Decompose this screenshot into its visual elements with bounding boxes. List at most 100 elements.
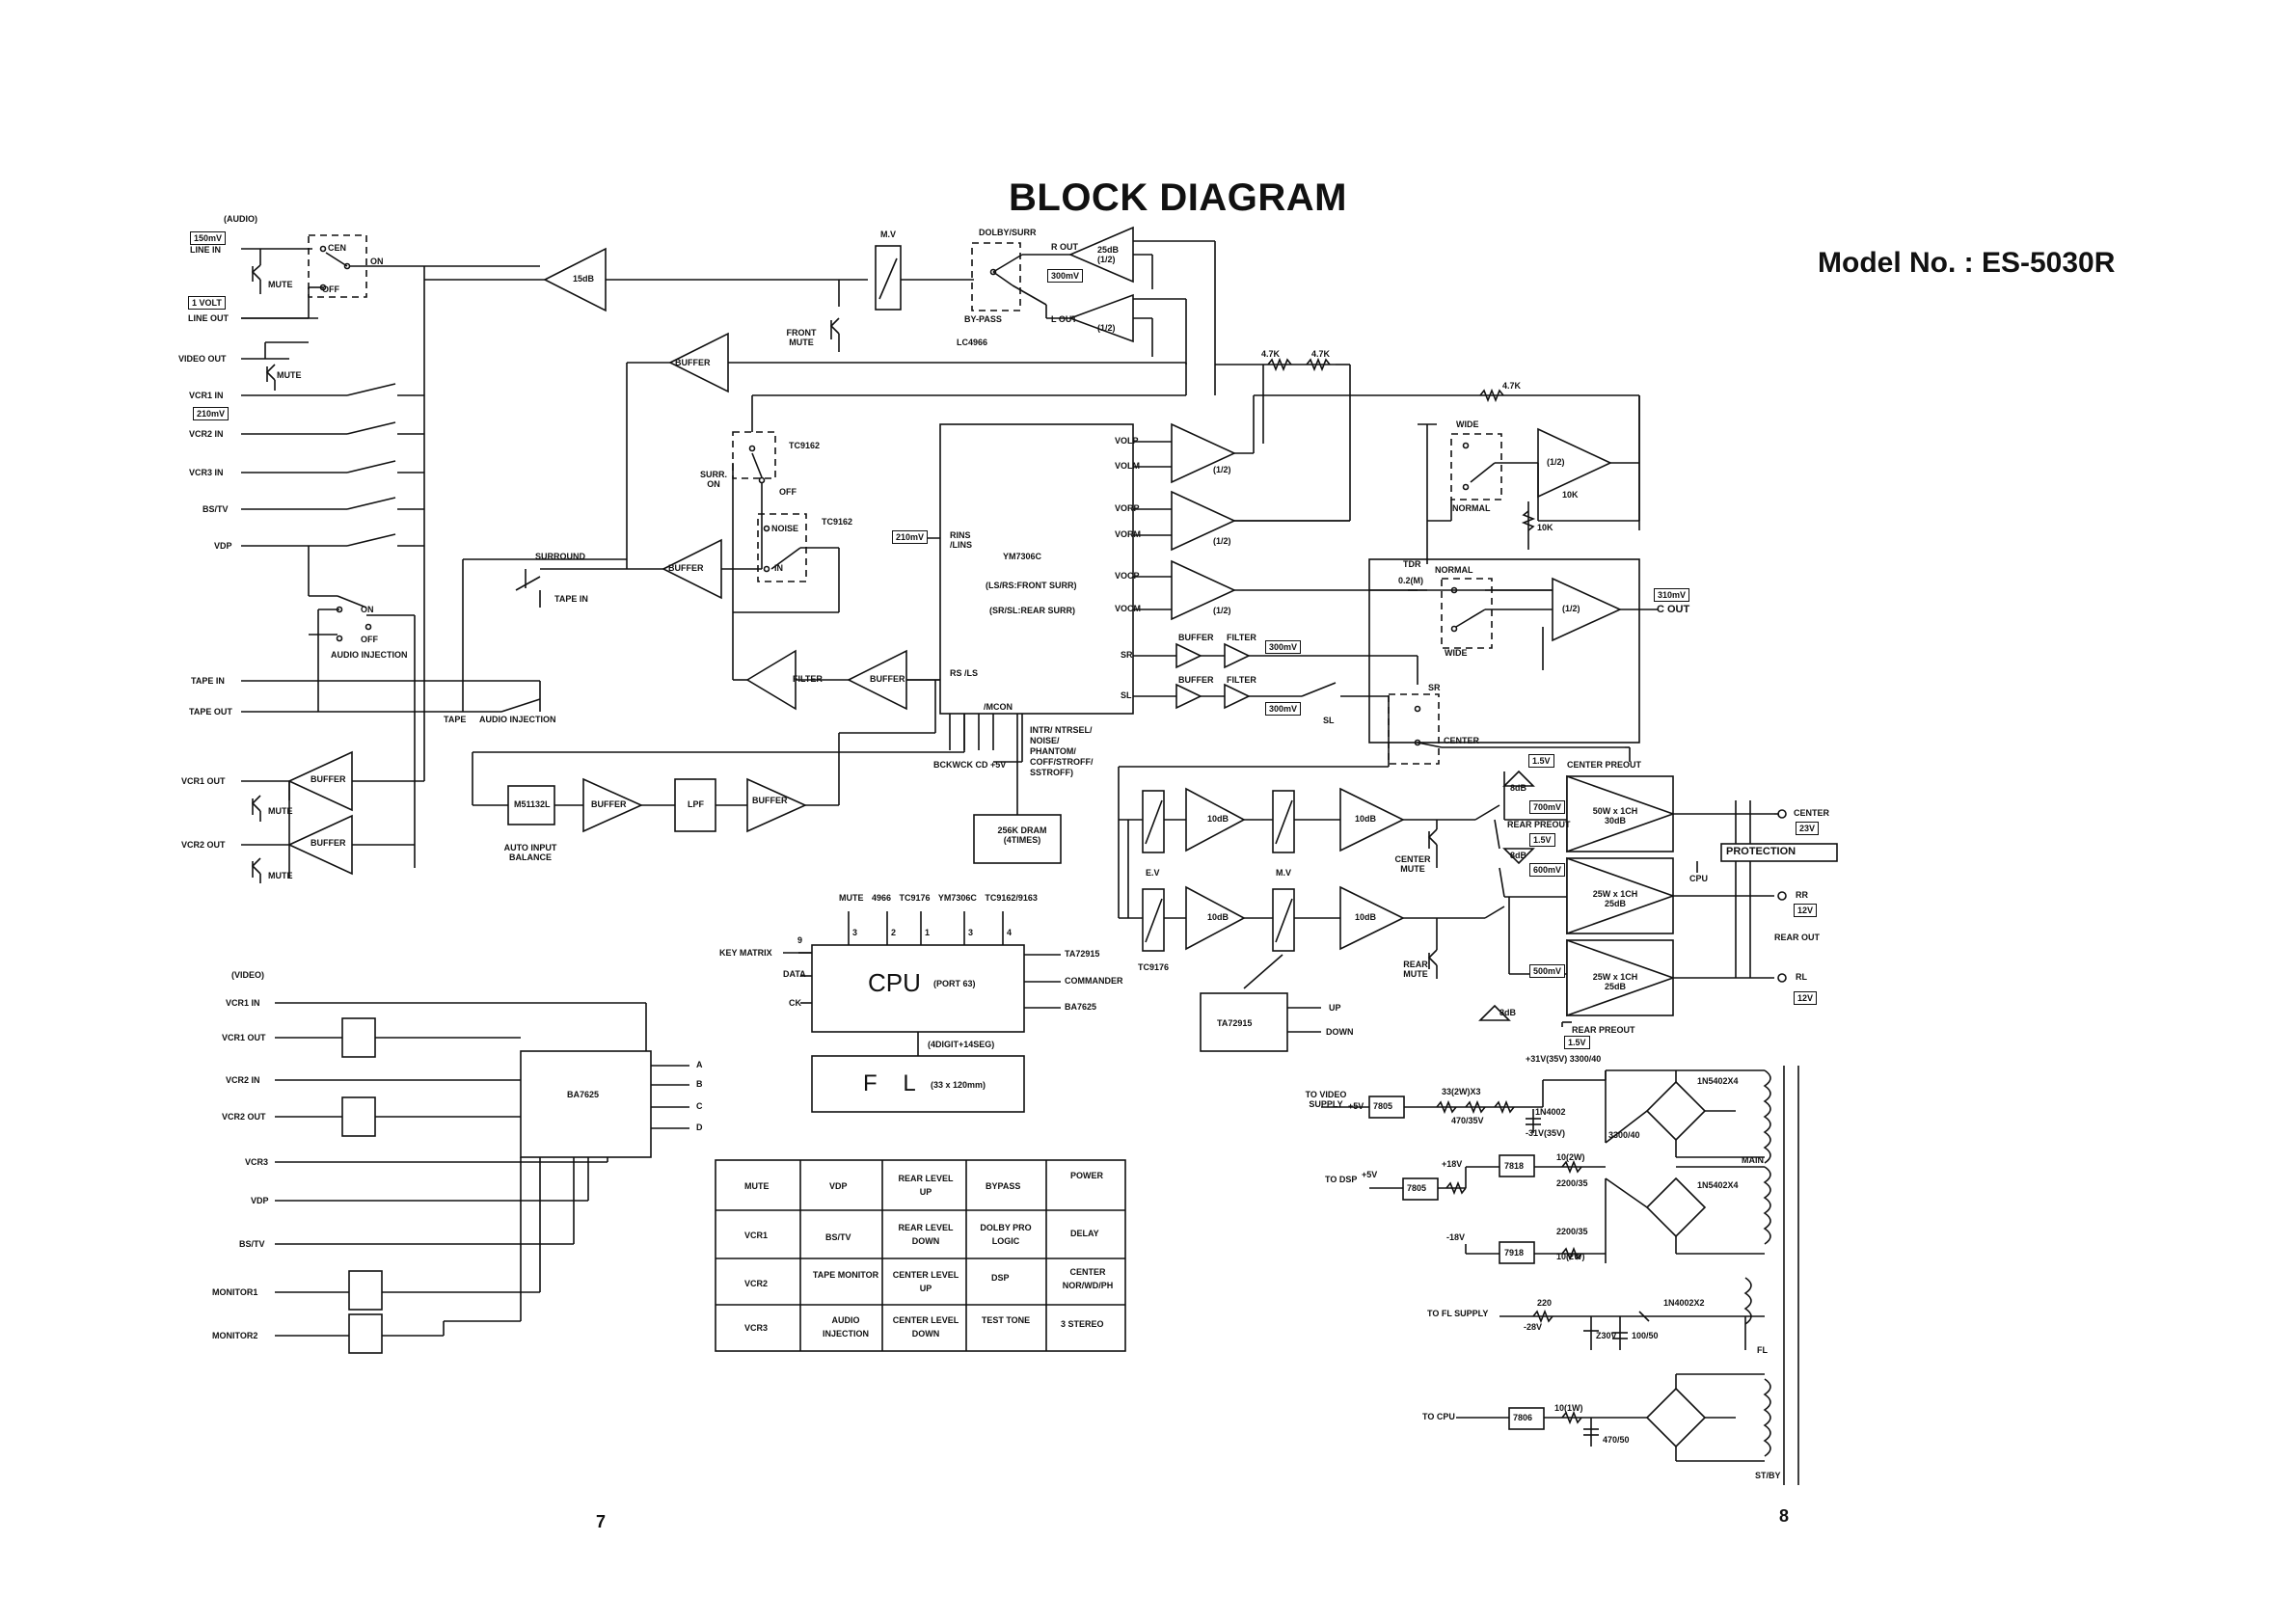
psu-7805-b: 7805 — [1407, 1183, 1427, 1193]
video-monitor1: MONITOR1 — [212, 1287, 258, 1297]
video-bs-tv: BS/TV — [239, 1239, 265, 1249]
tape-in-label: TAPE IN — [191, 676, 225, 686]
psu-to-dsp: TO DSP — [1325, 1175, 1358, 1184]
down-label: DOWN — [1326, 1027, 1354, 1037]
cpu-ta72915: TA72915 — [1065, 949, 1100, 959]
video-monitor2: MONITOR2 — [212, 1331, 258, 1340]
rins-lins-label: RINS /LINS — [950, 530, 973, 550]
ta72915-box-label: TA72915 — [1217, 1018, 1253, 1028]
psu-to-fl: TO FL SUPPLY — [1427, 1309, 1489, 1318]
key-cell: DOLBY PRO LOGIC — [980, 1223, 1032, 1246]
l-out-label: L OUT — [1051, 314, 1077, 324]
video-d: D — [696, 1123, 703, 1132]
psu-p5-dsp: +5V — [1362, 1170, 1378, 1179]
line-in-label: LINE IN — [190, 245, 222, 255]
psu-to-video: TO VIDEO SUPPLY — [1305, 1090, 1347, 1109]
line-out-level: 1 VOLT — [188, 296, 226, 310]
tape-out-label: TAPE OUT — [189, 707, 232, 717]
auto-input-balance: AUTO INPUT BALANCE — [503, 843, 557, 862]
psu-main: MAIN — [1742, 1155, 1764, 1165]
cpu-port-label: (PORT 63) — [933, 979, 976, 988]
psu-c3300: 3300/40 — [1608, 1130, 1640, 1140]
rs-ls-label: RS /LS — [950, 668, 979, 678]
vcr2-out-mute: MUTE — [268, 871, 293, 880]
vcr3-in-label: VCR3 IN — [189, 468, 224, 477]
mv-label: M.V — [880, 230, 897, 239]
psu-res10-1w: 10(1W) — [1554, 1403, 1583, 1413]
video-vcr2-in: VCR2 IN — [226, 1075, 260, 1085]
vcr2-out-label: VCR2 OUT — [181, 840, 226, 850]
off-label: OFF — [322, 284, 339, 294]
cout-label: C OUT — [1657, 604, 1690, 615]
pin-9: 9 — [797, 935, 803, 945]
dsp-desc-1: (LS/RS:FRONT SURR) — [986, 581, 1077, 590]
psu-c100: 100/50 — [1632, 1331, 1659, 1340]
rear-preout-label-1: REAR PREOUT — [1507, 820, 1571, 829]
center-out-voltage: 23V — [1796, 822, 1820, 835]
ck-label: CK — [789, 998, 801, 1008]
vcr1-in-label: VCR1 IN — [189, 391, 224, 400]
fl-digits: (4DIGIT+14SEG) — [928, 1040, 995, 1049]
video-vdp: VDP — [251, 1196, 269, 1205]
key-cell: CENTER LEVEL UP — [892, 1270, 959, 1293]
rr-amp-label: 25W x 1CH 25dB — [1592, 889, 1638, 908]
rr-level: 600mV — [1529, 863, 1566, 877]
vcr2-out-buffer: BUFFER — [311, 838, 346, 848]
psu-p18: +18V — [1442, 1159, 1463, 1169]
vcr1-out-mute: MUTE — [268, 806, 293, 816]
cout-level: 310mV — [1654, 588, 1690, 602]
noise-label: NOISE — [771, 524, 799, 533]
tape-in-sw: TAPE IN — [554, 594, 588, 604]
psu-res10-b: 10(2W) — [1556, 1252, 1585, 1261]
rr-8db: 8dB — [1510, 851, 1527, 860]
res-4k7-3: 4.7K — [1502, 381, 1522, 391]
db10-3: 10dB — [1207, 912, 1229, 922]
wide-label-2: WIDE — [1445, 648, 1468, 658]
key-cell: AUDIO INJECTION — [822, 1315, 869, 1339]
lout-half: (1/2) — [1097, 323, 1116, 333]
surr-on-label: SURR. ON — [699, 470, 727, 489]
sl-switch-label: SL — [1323, 716, 1335, 725]
on-label: ON — [370, 257, 384, 266]
psu-1n5402-b: 1N5402X4 — [1697, 1180, 1739, 1190]
psu-fl: FL — [1757, 1345, 1768, 1355]
wide-label-1: WIDE — [1456, 419, 1479, 429]
rl-out-voltage: 12V — [1794, 991, 1818, 1005]
center-preout-label: CENTER PREOUT — [1567, 760, 1642, 770]
sl-out: SL — [1121, 690, 1132, 700]
psu-c470-50: 470/50 — [1603, 1435, 1630, 1445]
rear-preout-level-2: 1.5V — [1564, 1036, 1590, 1049]
pin-1: 1 — [925, 928, 931, 937]
ai-on: ON — [361, 605, 374, 614]
page-number-right: 8 — [1779, 1506, 1790, 1526]
rl-out-label: RL — [1796, 972, 1807, 982]
psu-7806: 7806 — [1513, 1413, 1533, 1422]
vcr1-out-label: VCR1 OUT — [181, 776, 226, 786]
video-vcr1-in: VCR1 IN — [226, 998, 260, 1008]
key-cell: BS/TV — [825, 1232, 851, 1242]
vocm: VOCM — [1115, 604, 1141, 613]
line-in-mute: MUTE — [268, 280, 293, 289]
key-cell: CENTER NOR/WD/PH — [1062, 1267, 1114, 1290]
center-mute-label: CENTER MUTE — [1394, 854, 1431, 874]
db10-1: 10dB — [1207, 814, 1229, 824]
psu-st-by: ST/BY — [1755, 1471, 1781, 1480]
rear-preout-level-1: 1.5V — [1529, 833, 1555, 847]
mcon-label: /MCON — [984, 702, 1013, 712]
key-cell: VCR1 — [744, 1231, 769, 1240]
key-cell: CENTER LEVEL DOWN — [892, 1315, 959, 1339]
rr-out-label: RR — [1796, 890, 1808, 900]
psu-7818: 7818 — [1504, 1161, 1525, 1171]
lc4966-label: LC4966 — [957, 338, 988, 347]
rear-out-label: REAR OUT — [1774, 933, 1820, 942]
psu-c2200-b: 2200/35 — [1556, 1227, 1588, 1236]
rl-amp-label: 25W x 1CH 25dB — [1592, 972, 1638, 991]
video-vcr2-out: VCR2 OUT — [222, 1112, 266, 1122]
key-cell: DSP — [991, 1273, 1010, 1283]
cen-label: CEN — [328, 243, 347, 253]
sl-buffer: BUFFER — [1178, 675, 1214, 685]
data-label: DATA — [783, 969, 806, 979]
rr-out-voltage: 12V — [1794, 904, 1818, 917]
cpu-ba7625: BA7625 — [1065, 1002, 1097, 1012]
